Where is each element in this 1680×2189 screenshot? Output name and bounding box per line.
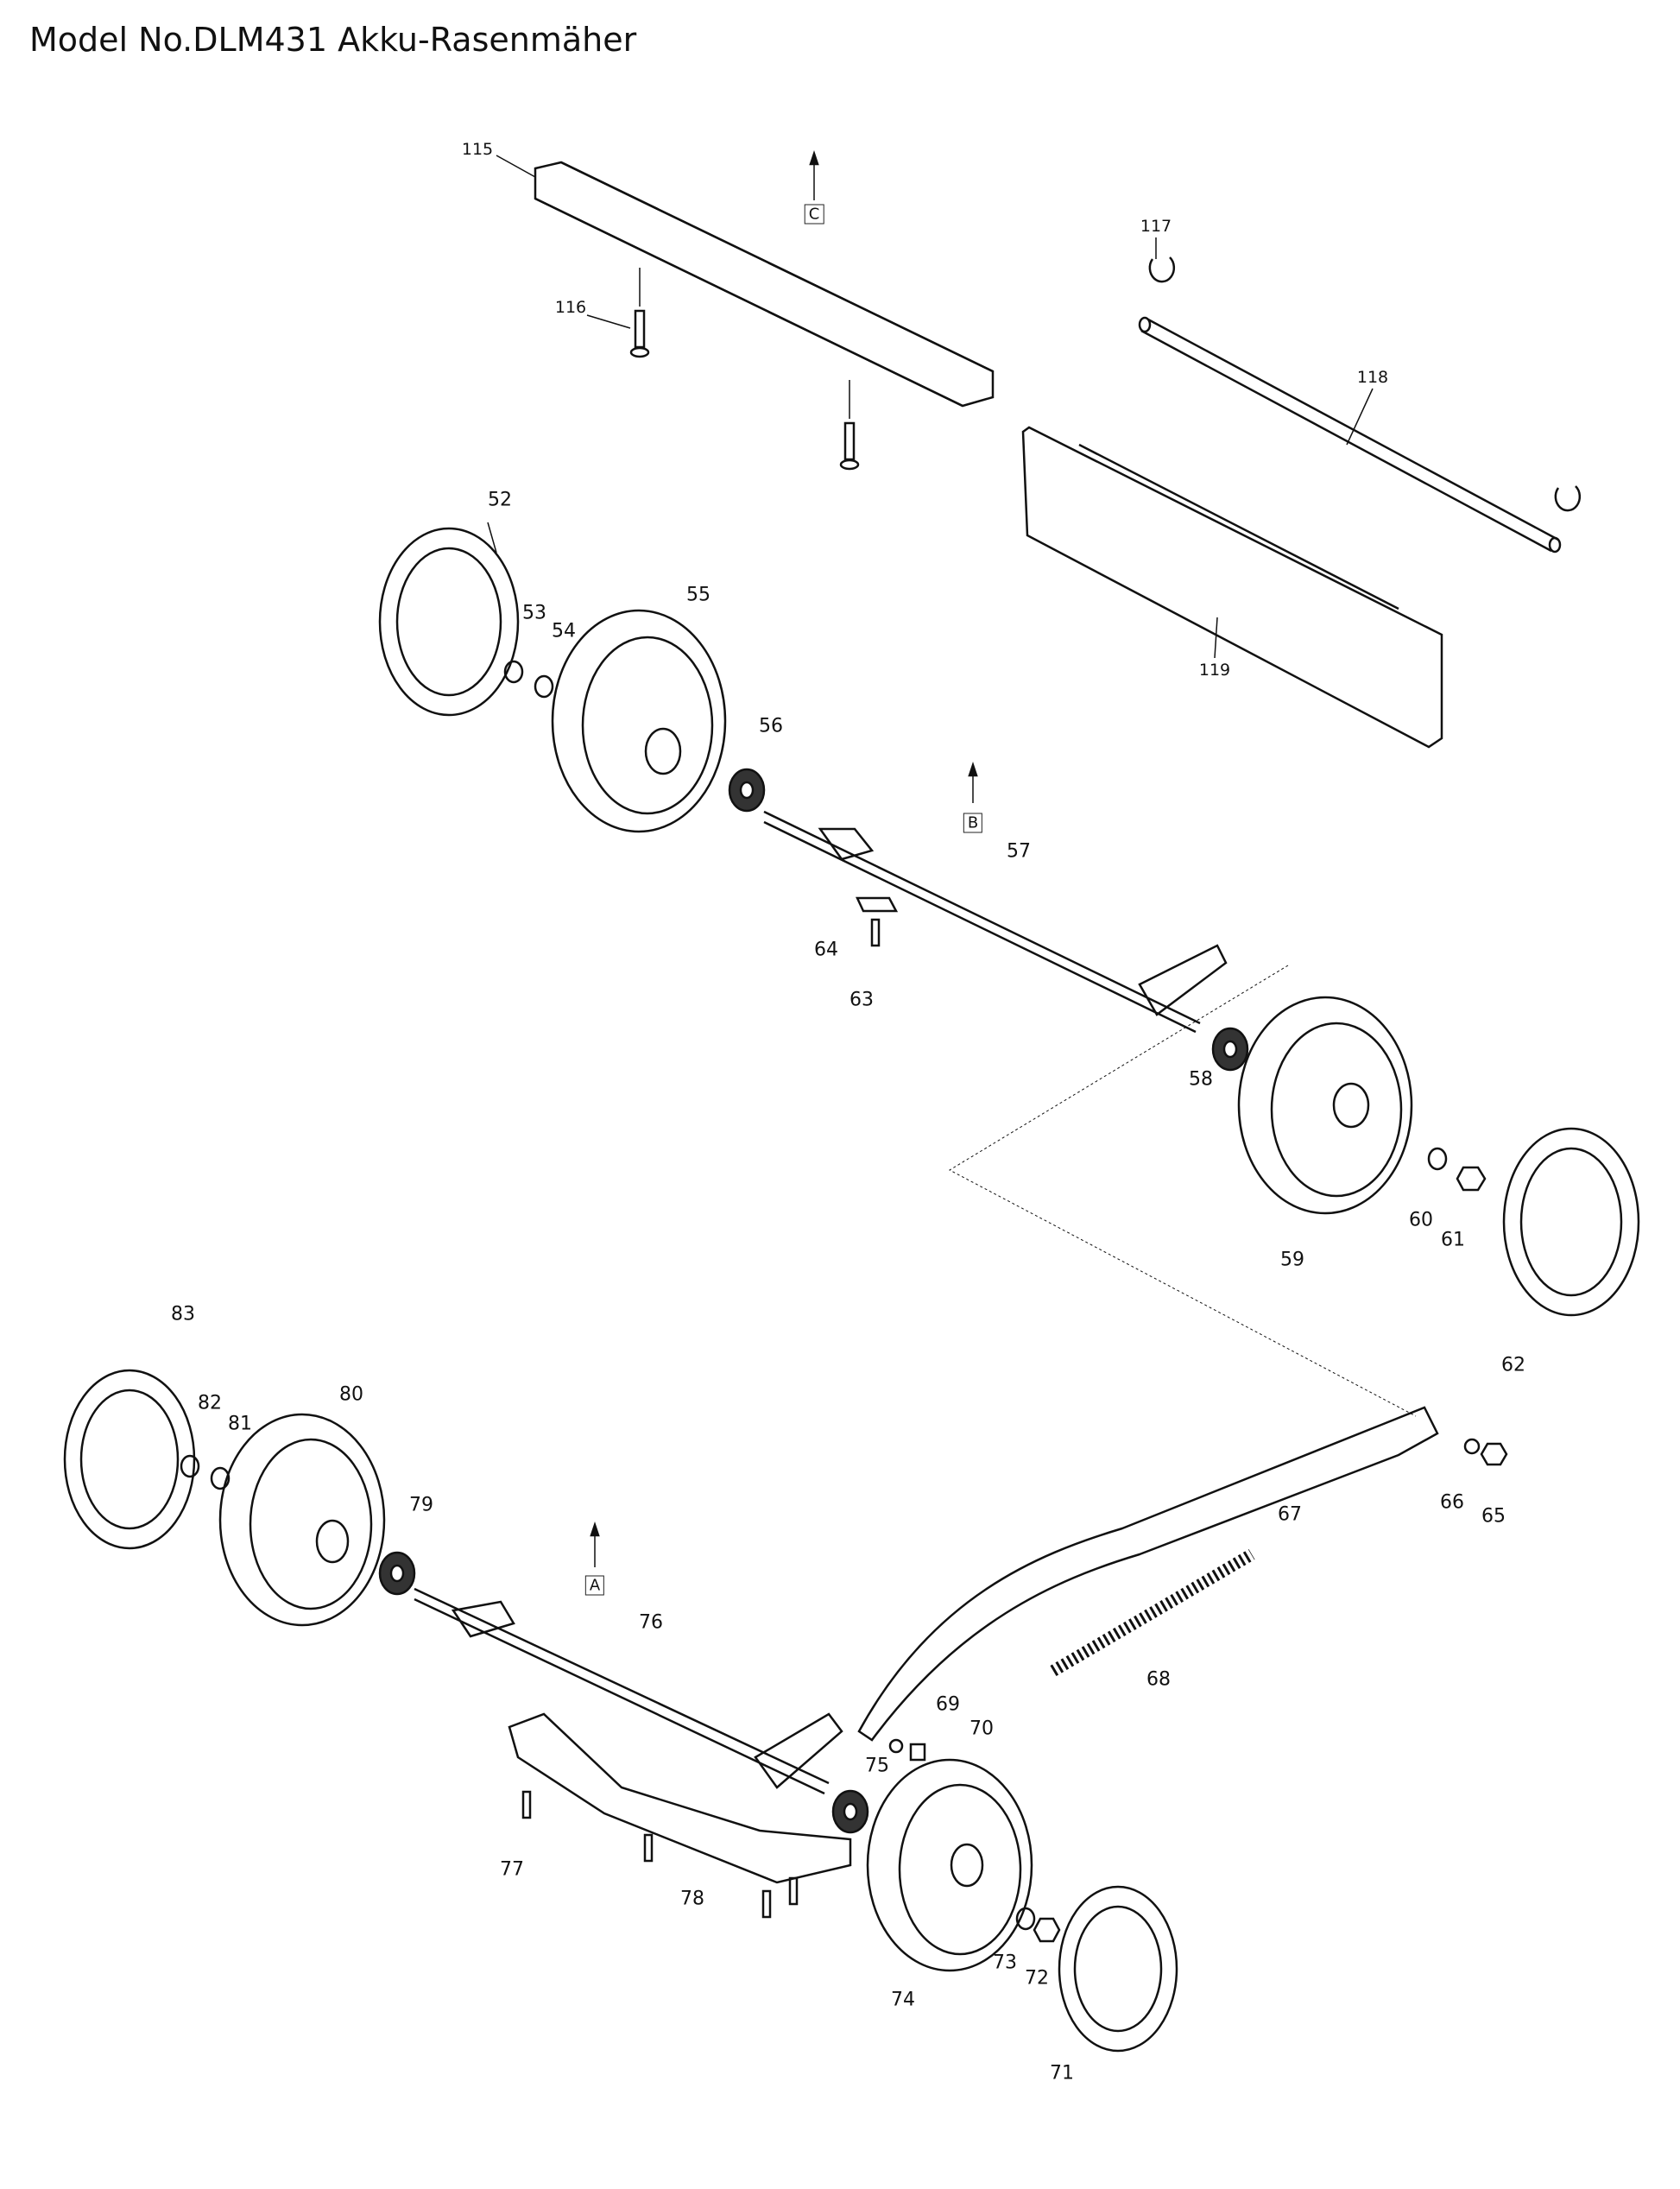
part-label-73: 73 [993,1952,1017,1974]
part-label-119: 119 [1198,661,1231,680]
part-76-axle [414,1587,843,1795]
part-70-nut [909,1743,926,1762]
part-label-60: 60 [1409,1209,1433,1231]
part-label-53: 53 [522,602,546,624]
part-79-bearing [378,1551,416,1596]
part-58-bearing [1211,1027,1249,1072]
part-71-hubcap [1058,1885,1178,2053]
part-label-81: 81 [228,1413,252,1435]
part-label-78: 78 [680,1888,704,1910]
part-label-79: 79 [409,1494,433,1516]
part-59-wheel [1237,996,1413,1215]
part-63-screw [870,918,881,947]
part-label-67: 67 [1278,1503,1302,1526]
part-75-bearing [831,1789,869,1834]
part-label-61: 61 [1441,1229,1465,1251]
part-116-screws [586,268,860,471]
part-57-axle [763,810,1228,1034]
part-label-72: 72 [1025,1967,1049,1990]
part-56-bearing [728,768,766,813]
part-label-117: 117 [1140,217,1172,236]
reference-marker-c: C [804,204,824,225]
part-label-65: 65 [1481,1505,1506,1528]
page-title: Model No.DLM431 Akku-Rasenmäher [29,21,637,59]
part-77-screws [521,1790,799,1919]
part-65-nut [1480,1442,1508,1466]
part-label-57: 57 [1007,840,1031,863]
part-55-wheel [551,609,727,833]
part-115-rail [496,155,995,408]
part-label-83: 83 [171,1303,195,1325]
part-52-hubcap [378,522,520,717]
part-label-74: 74 [891,1989,915,2011]
part-118-rod [1138,316,1562,554]
part-label-76: 76 [639,1611,663,1634]
part-69-washer [888,1738,904,1754]
part-61-nut [1456,1166,1487,1192]
part-label-115: 115 [461,140,494,159]
part-53-bushing [503,660,524,684]
part-label-64: 64 [814,939,838,961]
part-label-69: 69 [936,1693,960,1716]
part-label-63: 63 [849,989,874,1011]
reference-marker-b: B [963,813,983,833]
part-73-bushing [1015,1907,1036,1931]
part-60-bushing [1427,1147,1448,1171]
part-label-118: 118 [1356,368,1389,387]
part-label-71: 71 [1050,2062,1074,2085]
part-81-bushing [210,1466,231,1490]
part-64-plate [856,896,899,913]
part-119-flap [1021,426,1443,749]
part-label-54: 54 [552,620,576,642]
part-label-59: 59 [1280,1249,1304,1271]
part-68-spring [1050,1548,1255,1677]
part-62-hubcap [1502,1127,1640,1317]
part-label-56: 56 [759,715,783,737]
part-label-66: 66 [1440,1491,1464,1514]
reference-marker-a: A [584,1575,605,1596]
part-label-80: 80 [339,1383,363,1406]
part-label-58: 58 [1189,1068,1213,1091]
part-label-116: 116 [554,298,587,317]
part-83-hubcap [63,1369,196,1550]
part-54-bushing [534,674,554,699]
part-82-nut [180,1454,200,1478]
part-label-75: 75 [865,1755,889,1777]
part-label-70: 70 [969,1718,994,1740]
part-72-nut [1033,1917,1061,1943]
part-78-bracket [508,1712,852,1884]
part-label-77: 77 [500,1858,524,1881]
part-label-55: 55 [686,584,711,606]
part-74-wheel [866,1758,1033,1972]
part-66-washer [1463,1438,1481,1455]
part-80-wheel [218,1413,386,1627]
part-label-52: 52 [488,489,512,511]
part-label-62: 62 [1501,1354,1525,1376]
part-label-82: 82 [198,1392,222,1414]
part-67-lever [857,1406,1439,1742]
part-label-68: 68 [1146,1668,1171,1691]
